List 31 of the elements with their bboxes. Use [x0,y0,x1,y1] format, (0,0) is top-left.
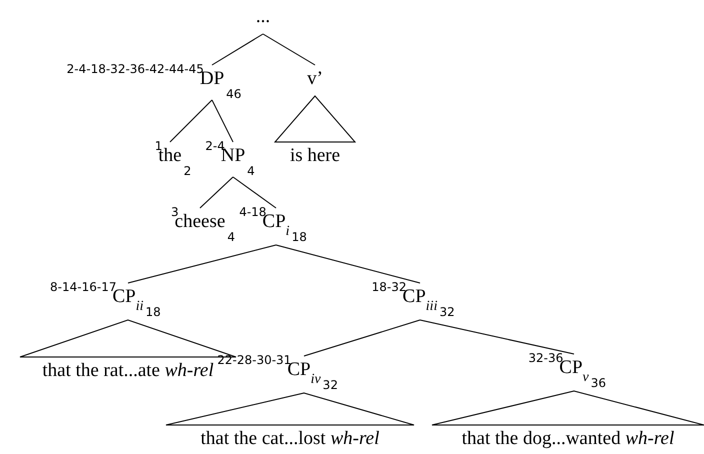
node-label: the [158,145,182,167]
triangle-roof [274,95,356,142]
phrase-text: that the dog...wanted wh-rel [462,428,674,450]
triangle-roof [20,319,236,358]
branch-line [128,244,276,284]
branch-line [232,176,276,208]
branch-line [212,34,264,66]
index-subscript: 36 [590,376,606,390]
index-subscript: 4 [227,230,235,244]
triangle-roof [166,392,414,426]
phrase-text: is here [290,145,340,167]
phrase-text: that the rat...ate wh-rel [42,360,214,382]
branch-line [200,176,234,208]
triangle-roof [432,390,704,426]
node-label: v’ [307,68,323,90]
index-subscript: 18 [146,305,161,319]
index-subscript: 2 [184,164,192,178]
index-subscript: 32 [439,305,455,319]
branch-line [262,34,316,66]
phrase-text: that the cat...lost wh-rel [200,428,380,450]
branch-line [420,320,574,354]
node-label: ... [256,6,270,28]
branch-line [276,244,420,284]
index-subscript: 46 [226,87,242,101]
index-subscript: 18 [292,230,307,244]
node-label: CP$_{iv}$ [287,359,321,383]
index-subscript: 32 [322,378,338,392]
branch-line [304,320,420,356]
branch-line [170,100,212,142]
index-subscript: 4 [247,164,255,178]
branch-line [212,100,234,142]
